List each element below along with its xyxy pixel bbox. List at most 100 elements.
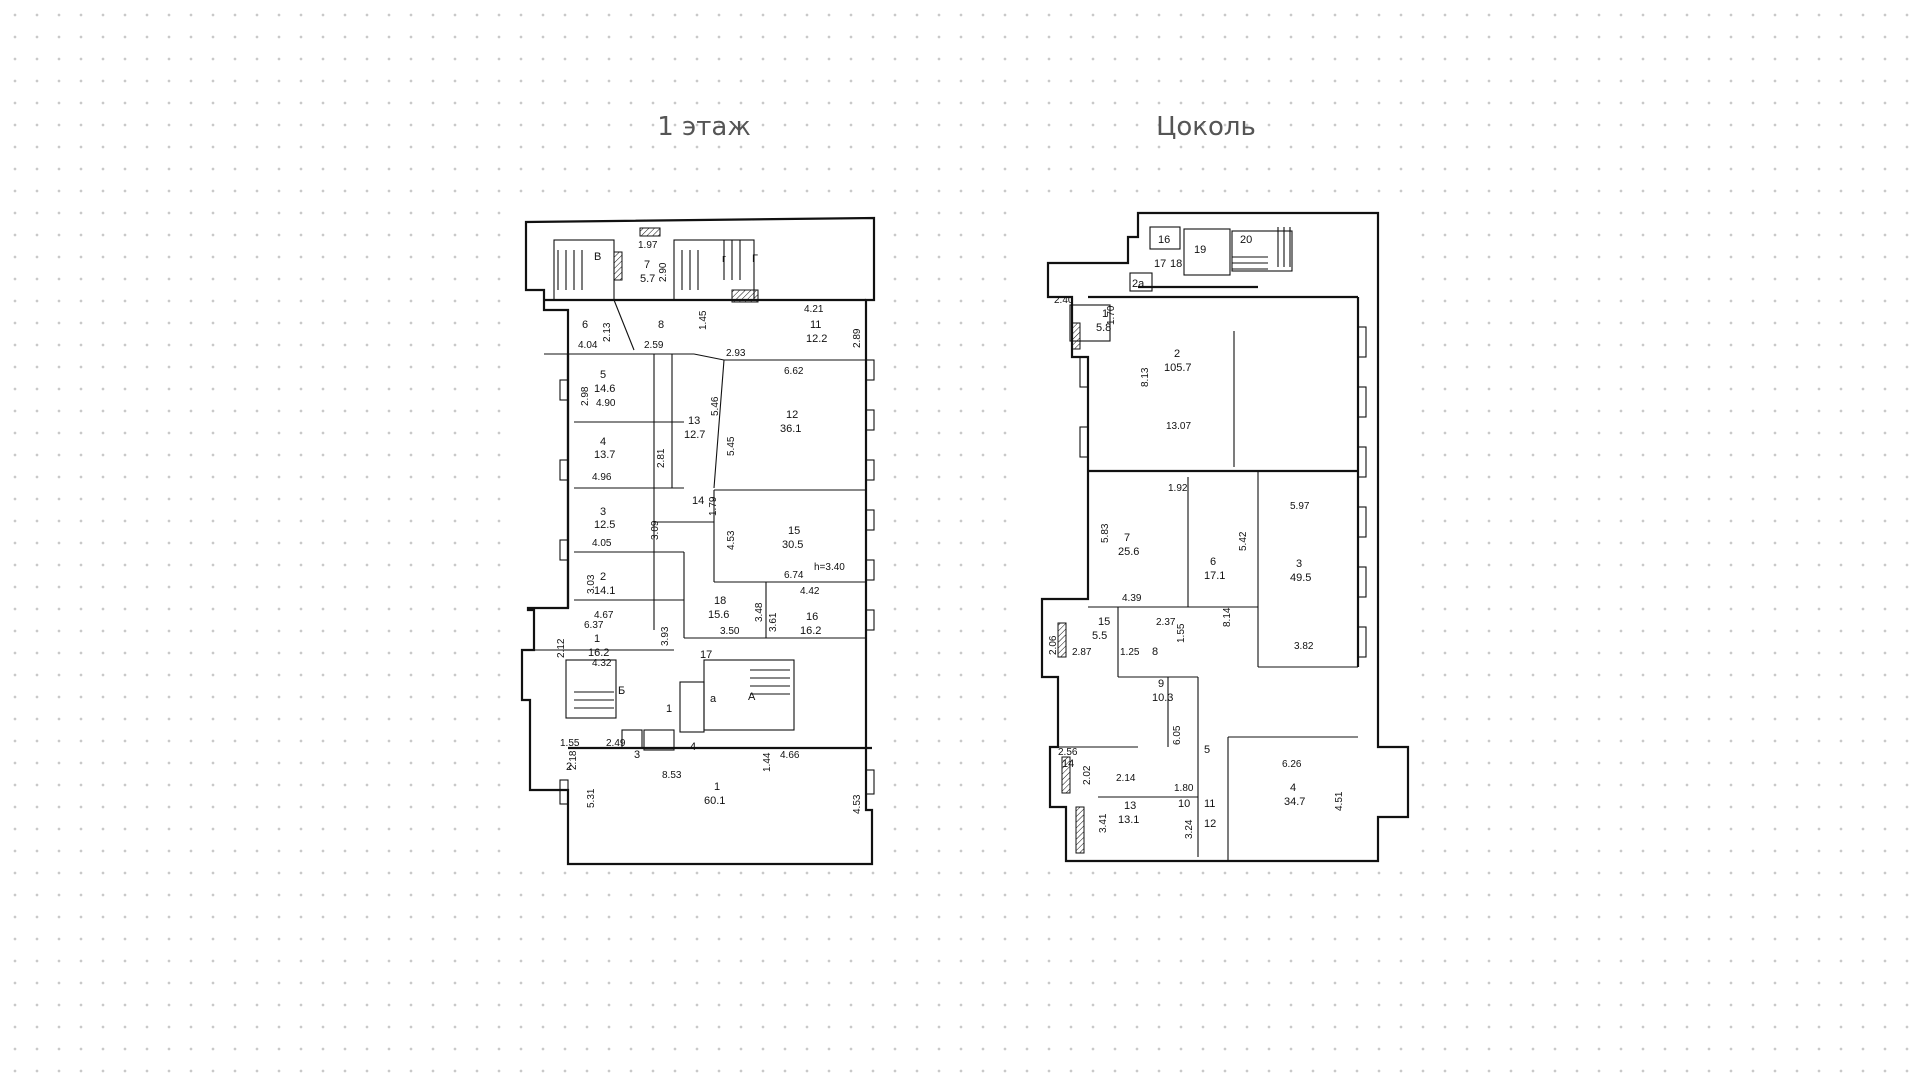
svg-text:18: 18 — [714, 595, 726, 607]
svg-text:105.7: 105.7 — [1164, 362, 1192, 374]
svg-text:4.32: 4.32 — [592, 658, 612, 669]
svg-text:3.61: 3.61 — [768, 612, 779, 632]
svg-text:5: 5 — [1204, 744, 1210, 756]
svg-text:16: 16 — [806, 611, 818, 623]
svg-text:2а: 2а — [1132, 278, 1145, 290]
svg-text:17: 17 — [1154, 258, 1166, 270]
svg-text:А: А — [748, 691, 756, 703]
svg-text:3: 3 — [600, 506, 606, 518]
svg-text:5.5: 5.5 — [1092, 630, 1107, 642]
svg-text:17.1: 17.1 — [1204, 570, 1225, 582]
svg-text:8: 8 — [1152, 646, 1158, 658]
svg-text:2.90: 2.90 — [658, 262, 669, 282]
svg-text:3.48: 3.48 — [754, 602, 765, 622]
svg-text:16.2: 16.2 — [800, 625, 821, 637]
svg-text:4.66: 4.66 — [780, 750, 800, 761]
svg-text:4.51: 4.51 — [1334, 791, 1345, 811]
svg-text:25.6: 25.6 — [1118, 546, 1139, 558]
svg-text:1.79: 1.79 — [708, 496, 719, 516]
svg-text:1.97: 1.97 — [638, 240, 658, 251]
svg-text:2.18: 2.18 — [568, 750, 579, 770]
basement-dimensions: 2.40 1.70 8.13 13.07 1.92 5.97 5.83 5.42… — [1048, 295, 1345, 839]
svg-text:16.2: 16.2 — [588, 647, 609, 659]
svg-text:3.93: 3.93 — [660, 626, 671, 646]
svg-text:1: 1 — [714, 781, 720, 793]
floor1-plan: 1 60.1 1 16.2 2 14.1 3 12.5 4 13.7 5 14.… — [514, 210, 886, 870]
svg-text:4.90: 4.90 — [596, 398, 616, 409]
svg-text:5.31: 5.31 — [586, 788, 597, 808]
basement-outer-wall — [1040, 211, 1410, 863]
svg-text:5.8: 5.8 — [1096, 322, 1111, 334]
stair-treads — [557, 240, 790, 709]
svg-text:4: 4 — [690, 741, 696, 753]
svg-text:11: 11 — [810, 319, 821, 331]
svg-text:2.98: 2.98 — [580, 386, 591, 406]
svg-text:20: 20 — [1240, 234, 1252, 246]
svg-text:10.3: 10.3 — [1152, 692, 1173, 704]
svg-text:2: 2 — [1174, 348, 1180, 360]
svg-text:2.93: 2.93 — [726, 348, 746, 359]
svg-text:13.7: 13.7 — [594, 449, 615, 461]
svg-text:2.59: 2.59 — [644, 340, 664, 351]
svg-text:4.39: 4.39 — [1122, 593, 1142, 604]
svg-text:6.05: 6.05 — [1172, 725, 1183, 745]
svg-text:15.6: 15.6 — [708, 609, 729, 621]
svg-text:49.5: 49.5 — [1290, 572, 1311, 584]
svg-text:5.45: 5.45 — [726, 436, 737, 456]
svg-text:15: 15 — [788, 525, 800, 537]
floor1-dimensions: 1.97 2.90 2.13 4.04 2.59 1.45 2.93 4.21 … — [556, 240, 863, 814]
svg-text:1.45: 1.45 — [698, 310, 709, 330]
svg-text:4.67: 4.67 — [594, 610, 614, 621]
svg-text:2.12: 2.12 — [556, 638, 567, 658]
svg-text:1.25: 1.25 — [1120, 647, 1140, 658]
floor1-labels: В Г г 6 8 14 17 Б А а 1 2 3 4 — [566, 251, 758, 773]
svg-text:4.53: 4.53 — [852, 794, 863, 814]
svg-text:6: 6 — [582, 319, 588, 331]
svg-text:3: 3 — [1296, 558, 1302, 570]
svg-text:1.92: 1.92 — [1168, 483, 1188, 494]
svg-text:6.62: 6.62 — [784, 366, 804, 377]
svg-text:10: 10 — [1178, 798, 1190, 810]
svg-text:2.87: 2.87 — [1072, 647, 1092, 658]
svg-text:2.14: 2.14 — [1116, 773, 1136, 784]
svg-text:30.5: 30.5 — [782, 539, 803, 551]
svg-text:5.7: 5.7 — [640, 273, 655, 285]
floor1-outer-wall — [520, 216, 876, 866]
svg-text:36.1: 36.1 — [780, 423, 801, 435]
svg-text:2: 2 — [600, 571, 606, 583]
floor1-room-labels: 1 60.1 1 16.2 2 14.1 3 12.5 4 13.7 5 14.… — [588, 259, 827, 807]
svg-text:12.5: 12.5 — [594, 519, 615, 531]
svg-text:19: 19 — [1194, 244, 1206, 256]
windows — [559, 359, 875, 805]
svg-text:13.1: 13.1 — [1118, 814, 1139, 826]
svg-text:1.80: 1.80 — [1174, 783, 1194, 794]
svg-text:5.42: 5.42 — [1238, 531, 1249, 551]
basement-plan: 1 5.8 2 105.7 3 49.5 4 34.7 6 17.1 7 25.… — [1018, 207, 1412, 865]
svg-text:6.74: 6.74 — [784, 570, 804, 581]
svg-text:Б: Б — [618, 685, 625, 697]
svg-text:4.05: 4.05 — [592, 538, 612, 549]
svg-text:2.56: 2.56 — [1058, 747, 1078, 758]
svg-text:13: 13 — [688, 415, 700, 427]
svg-text:11: 11 — [1204, 798, 1215, 810]
svg-text:14.6: 14.6 — [594, 383, 615, 395]
basement-windows — [1079, 326, 1367, 658]
svg-text:5: 5 — [600, 369, 606, 381]
svg-text:16: 16 — [1158, 234, 1170, 246]
svg-text:13.07: 13.07 — [1166, 421, 1191, 432]
svg-text:8: 8 — [658, 319, 664, 331]
svg-text:3.41: 3.41 — [1098, 813, 1109, 833]
svg-text:h=3.40: h=3.40 — [814, 562, 845, 573]
svg-text:4.42: 4.42 — [800, 586, 820, 597]
svg-text:9: 9 — [1158, 678, 1164, 690]
svg-text:7: 7 — [644, 259, 650, 271]
svg-text:12: 12 — [1204, 818, 1216, 830]
svg-text:4.53: 4.53 — [726, 530, 737, 550]
basement-room-labels: 1 5.8 2 105.7 3 49.5 4 34.7 6 17.1 7 25.… — [1092, 308, 1311, 826]
svg-text:6.26: 6.26 — [1282, 759, 1302, 770]
svg-text:5.83: 5.83 — [1100, 523, 1111, 543]
svg-text:3.09: 3.09 — [650, 520, 661, 540]
svg-text:4: 4 — [600, 436, 606, 448]
svg-text:2.81: 2.81 — [656, 448, 667, 468]
svg-text:1: 1 — [594, 633, 600, 645]
